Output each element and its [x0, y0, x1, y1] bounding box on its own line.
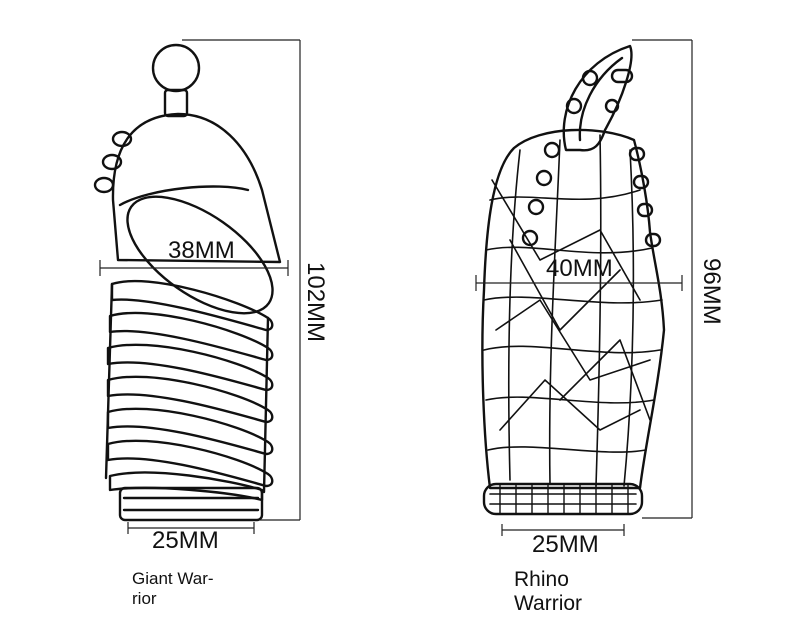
rhino-warrior-drawing: [481, 44, 666, 516]
product-name-line2: rior: [132, 589, 157, 608]
top-stem-shape: [163, 88, 189, 118]
width-label: 38MM: [168, 237, 235, 264]
product-name-line1: Rhino: [514, 568, 569, 591]
base-ring-shape: [118, 486, 264, 522]
base-label: 25MM: [152, 527, 219, 554]
rhino-warrior-labels: 40MM 96MM 25MM Rhino Warrior: [514, 255, 725, 615]
top-ball-shape: [151, 43, 201, 93]
side-nub-shape: [111, 130, 133, 148]
horn-nub-shape: [581, 69, 599, 87]
dimension-lines: [99, 39, 693, 536]
width-label: 40MM: [546, 255, 613, 282]
base-ring-shape: [482, 482, 644, 516]
head-cap-shape: [111, 112, 282, 264]
body-outline-shape: [481, 128, 666, 490]
height-label: 102MM: [302, 262, 329, 342]
height-label: 96MM: [698, 258, 725, 325]
product-name-line2: Warrior: [514, 592, 582, 615]
body-nub-shape: [543, 141, 561, 159]
web-texture-group: [483, 134, 663, 487]
giant-warrior-labels: 38MM 102MM 25MM Giant War- rior: [132, 237, 329, 608]
base-label: 25MM: [532, 531, 599, 558]
head-face-shape: [126, 195, 274, 315]
product-name-line1: Giant War-: [132, 569, 214, 588]
giant-warrior-drawing: [93, 43, 282, 522]
